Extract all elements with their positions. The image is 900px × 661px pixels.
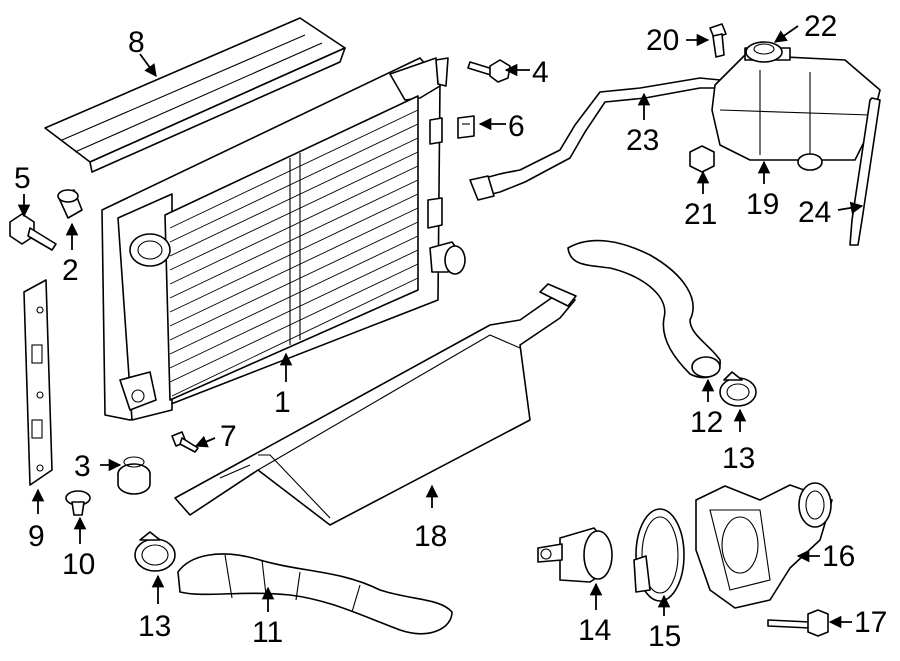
callout-3: 3	[74, 450, 91, 483]
callout-4: 4	[532, 56, 549, 89]
small-bolt	[171, 431, 199, 453]
thermostat-housing	[695, 482, 833, 609]
callout-14: 14	[578, 614, 611, 647]
reservoir-bolt	[709, 23, 727, 58]
hose-clamp-upper	[719, 371, 757, 407]
bolt	[9, 213, 57, 251]
callout-13-upper: 13	[722, 442, 755, 475]
callout-2: 2	[62, 254, 79, 287]
grommet	[57, 189, 83, 219]
leader-8	[139, 53, 157, 78]
coolant-reservoir	[711, 47, 881, 171]
drain-cap	[117, 456, 151, 495]
callout-10: 10	[62, 548, 95, 581]
lower-radiator-hose	[177, 553, 453, 635]
callout-19: 19	[746, 188, 779, 221]
callout-17: 17	[854, 606, 887, 639]
reservoir-nut	[689, 145, 715, 173]
upper-radiator-seal	[44, 17, 346, 173]
thermostat	[537, 527, 613, 583]
thermostat-gasket	[633, 508, 685, 602]
callout-16: 16	[822, 540, 855, 573]
callout-labels: 1 2 3 4 5 6 7 8 9 10 11 12 13 13 14 15 1…	[14, 10, 887, 653]
retainer-clip	[457, 115, 475, 139]
callout-6: 6	[508, 110, 525, 143]
leader-24	[837, 201, 864, 215]
callout-1: 1	[274, 386, 291, 419]
callout-23: 23	[626, 124, 659, 157]
callout-18: 18	[414, 520, 447, 553]
air-deflector	[174, 283, 577, 526]
upper-radiator-hose	[567, 239, 721, 379]
callout-8: 8	[128, 26, 145, 59]
callout-7: 7	[220, 420, 237, 453]
housing-bolt	[767, 609, 829, 637]
leader-7	[194, 435, 216, 448]
callout-12: 12	[690, 406, 723, 439]
callout-24: 24	[798, 196, 831, 229]
callout-21: 21	[684, 198, 717, 231]
reservoir-cap	[745, 41, 783, 63]
callout-15: 15	[648, 620, 681, 653]
callout-13-lower: 13	[138, 610, 171, 643]
push-pin	[65, 490, 91, 516]
callout-22: 22	[804, 10, 837, 43]
callout-11: 11	[252, 616, 283, 649]
hose-clamp-lower	[134, 531, 176, 572]
radiator	[101, 57, 466, 421]
overflow-hose	[469, 77, 721, 201]
callout-5: 5	[14, 162, 31, 195]
mount-bolt	[467, 59, 511, 83]
side-seal-bracket	[23, 279, 53, 486]
callout-20: 20	[646, 24, 679, 57]
leader-22	[773, 25, 799, 43]
callout-9: 9	[28, 520, 45, 553]
leader-lines	[17, 25, 864, 629]
radiator-core-fins	[169, 109, 419, 397]
